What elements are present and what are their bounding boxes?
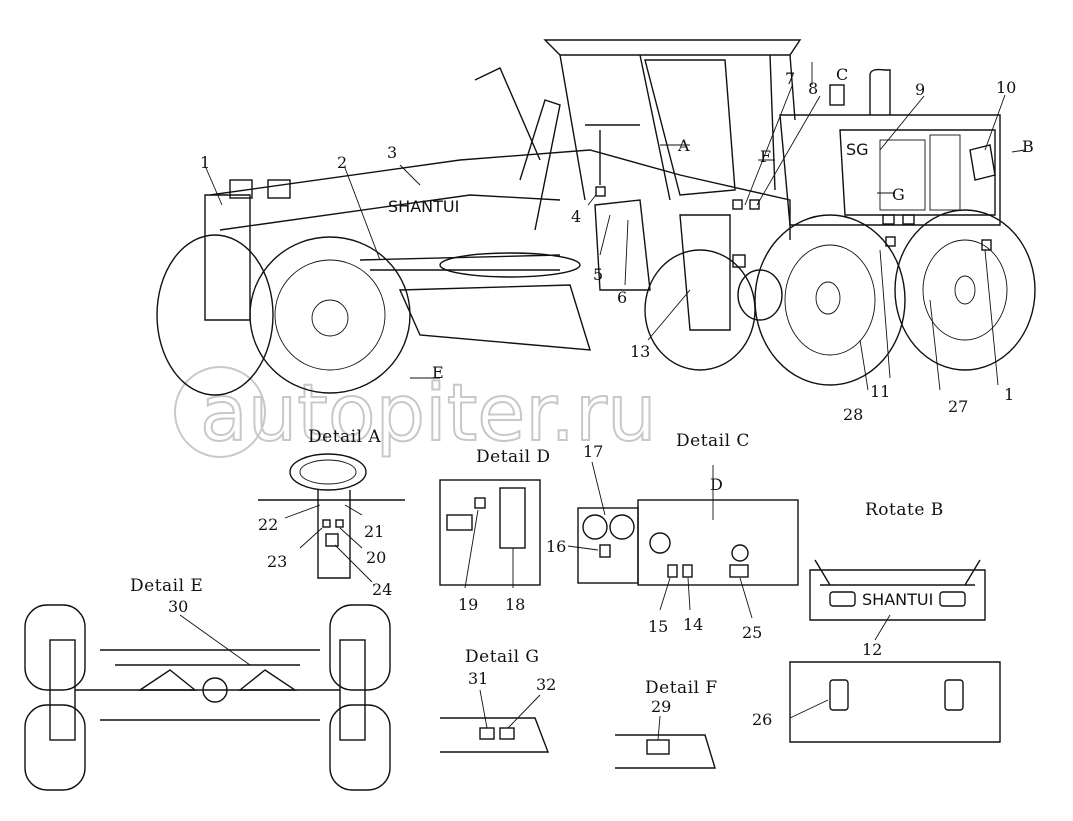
watermark-text: autopiter.ru <box>200 369 657 459</box>
callout-32: 32 <box>536 675 556 694</box>
callout-23: 23 <box>267 552 287 571</box>
callout-24: 24 <box>372 580 392 599</box>
callout-27: 27 <box>948 397 968 416</box>
side-brand-decal: SHANTUI <box>388 197 459 216</box>
callout-12: 12 <box>862 640 882 659</box>
detail-f-title: Detail F <box>645 678 718 698</box>
detail-c: Detail C 17 D 16 15 14 25 <box>546 431 799 642</box>
watermark: autopiter.ru <box>174 366 658 460</box>
callout-18: 18 <box>505 595 525 614</box>
motor-grader-side-view: SG <box>156 39 1036 396</box>
rotate-b-view: Rotate B SHANTUI 12 26 <box>752 500 1001 743</box>
callout-22: 22 <box>258 515 278 534</box>
view-marker-d: D <box>710 475 723 494</box>
view-marker-c: C <box>836 65 848 84</box>
detail-g: Detail G 31 32 <box>440 647 556 753</box>
detail-e-title: Detail E <box>130 576 203 596</box>
callout-6: 6 <box>617 288 627 307</box>
view-marker-e: E <box>432 363 444 382</box>
rotate-b-title: Rotate B <box>865 500 944 520</box>
callout-2: 2 <box>337 153 347 172</box>
callout-7: 7 <box>785 69 795 88</box>
callout-1-rear: 1 <box>1004 385 1014 404</box>
callout-14: 14 <box>683 615 703 634</box>
callout-8: 8 <box>808 79 818 98</box>
callout-31: 31 <box>468 669 488 688</box>
callout-19: 19 <box>458 595 478 614</box>
detail-a-title: Detail A <box>308 427 381 447</box>
detail-c-title: Detail C <box>676 431 750 451</box>
callout-30: 30 <box>168 597 188 616</box>
detail-d-title: Detail D <box>476 447 551 467</box>
view-marker-b: B <box>1022 137 1034 156</box>
callout-28: 28 <box>843 405 863 424</box>
view-marker-a: A <box>677 136 690 155</box>
hood-logo: SG <box>846 140 869 159</box>
callout-10: 10 <box>996 78 1016 97</box>
callout-16: 16 <box>546 537 566 556</box>
callout-17: 17 <box>583 442 603 461</box>
callout-25: 25 <box>742 623 762 642</box>
callout-11: 11 <box>870 382 890 401</box>
callout-29: 29 <box>651 697 671 716</box>
callout-4: 4 <box>571 207 581 226</box>
callout-9: 9 <box>915 80 925 99</box>
detail-e: Detail E 30 <box>24 576 391 791</box>
view-marker-g: G <box>892 185 905 204</box>
callout-26: 26 <box>752 710 772 729</box>
callout-5: 5 <box>593 265 603 284</box>
callout-3: 3 <box>387 143 397 162</box>
detail-g-title: Detail G <box>465 647 540 667</box>
detail-d: Detail D 19 18 <box>439 447 551 614</box>
callout-20: 20 <box>366 548 386 567</box>
detail-f: Detail F 29 <box>615 678 718 769</box>
callout-1: 1 <box>200 153 210 172</box>
callout-13: 13 <box>630 342 650 361</box>
rear-brand-decal: SHANTUI <box>862 590 933 609</box>
callout-15: 15 <box>648 617 668 636</box>
detail-a: Detail A 22 21 23 20 24 <box>258 427 405 599</box>
view-marker-f: F <box>760 147 771 166</box>
callout-21: 21 <box>364 522 384 541</box>
